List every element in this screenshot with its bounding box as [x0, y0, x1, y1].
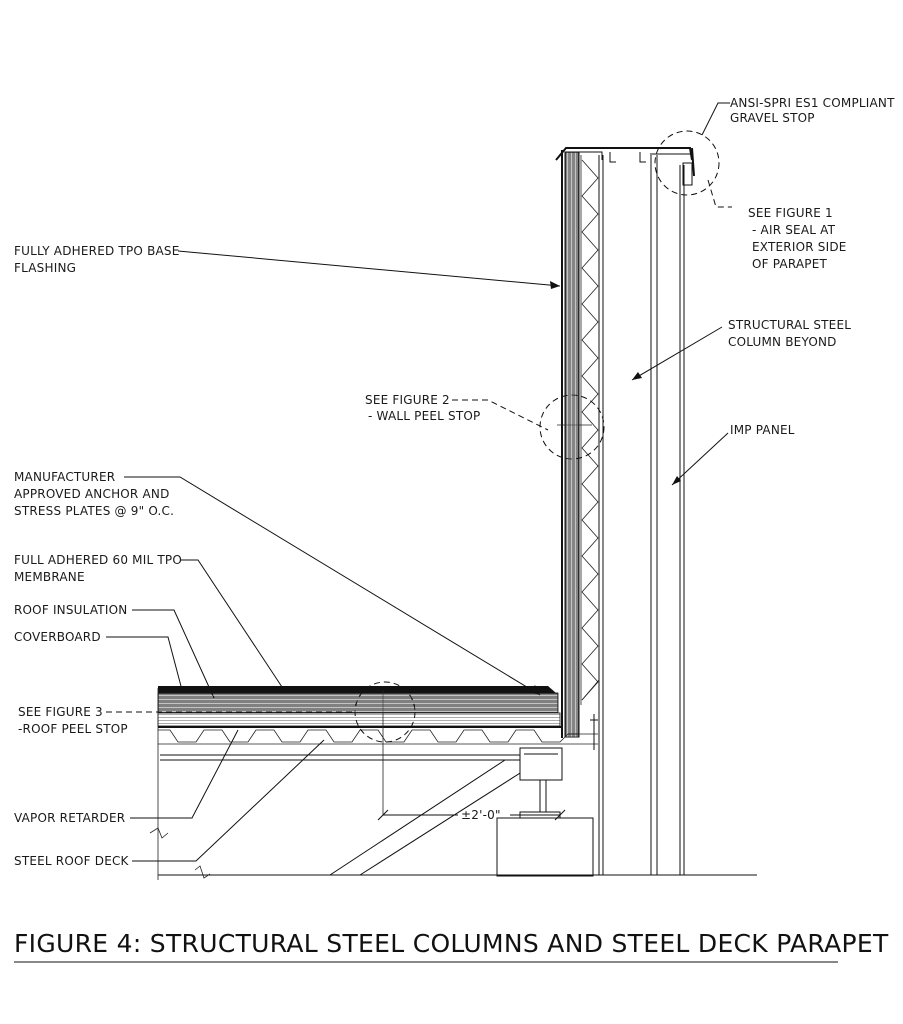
svg-text:VAPOR RETARDER: VAPOR RETARDER [14, 811, 125, 825]
label-gravel-stop: ANSI-SPRI ES1 COMPLIANT GRAVEL STOP [730, 96, 895, 125]
svg-text:FULL ADHERED 60 MIL TPO: FULL ADHERED 60 MIL TPO [14, 553, 182, 567]
svg-text:GRAVEL STOP: GRAVEL STOP [730, 111, 815, 125]
svg-text:COLUMN BEYOND: COLUMN BEYOND [728, 335, 837, 349]
svg-text:FULLY ADHERED TPO BASE: FULLY ADHERED TPO BASE [14, 244, 180, 258]
svg-text:MANUFACTURER: MANUFACTURER [14, 470, 115, 484]
svg-text:- WALL PEEL STOP: - WALL PEEL STOP [368, 409, 480, 423]
svg-text:STRESS PLATES @ 9" O.C.: STRESS PLATES @ 9" O.C. [14, 504, 174, 518]
svg-text:FLASHING: FLASHING [14, 261, 76, 275]
svg-text:SEE FIGURE 2: SEE FIGURE 2 [365, 393, 450, 407]
label-vapor-retarder: VAPOR RETARDER [14, 811, 125, 825]
svg-text:-ROOF PEEL STOP: -ROOF PEEL STOP [18, 722, 128, 736]
label-figure-2: SEE FIGURE 2 - WALL PEEL STOP [365, 393, 480, 423]
svg-text:STEEL ROOF DECK: STEEL ROOF DECK [14, 854, 130, 868]
label-membrane: FULL ADHERED 60 MIL TPO MEMBRANE [14, 553, 182, 584]
svg-text:SEE FIGURE 1: SEE FIGURE 1 [748, 206, 833, 220]
label-coverboard: COVERBOARD [14, 630, 101, 644]
label-roof-insulation: ROOF INSULATION [14, 603, 127, 617]
svg-text:STRUCTURAL STEEL: STRUCTURAL STEEL [728, 318, 851, 332]
svg-text:ANSI-SPRI ES1 COMPLIANT: ANSI-SPRI ES1 COMPLIANT [730, 96, 895, 110]
dimension-label: ±2'-0" [461, 808, 501, 822]
svg-text:IMP PANEL: IMP PANEL [730, 423, 795, 437]
svg-text:APPROVED ANCHOR AND: APPROVED ANCHOR AND [14, 487, 170, 501]
label-base-flashing: FULLY ADHERED TPO BASE FLASHING [14, 244, 180, 275]
svg-text:OF PARAPET: OF PARAPET [752, 257, 828, 271]
leader-lines [106, 102, 732, 862]
label-anchor: MANUFACTURER APPROVED ANCHOR AND STRESS … [14, 470, 174, 518]
svg-text:MEMBRANE: MEMBRANE [14, 570, 85, 584]
svg-text:- AIR SEAL AT: - AIR SEAL AT [752, 223, 836, 237]
figure-caption: FIGURE 4: STRUCTURAL STEEL COLUMNS AND S… [14, 929, 889, 958]
label-steel-roof-deck: STEEL ROOF DECK [14, 854, 130, 868]
structure [149, 147, 757, 880]
label-imp-panel: IMP PANEL [730, 423, 795, 437]
svg-text:COVERBOARD: COVERBOARD [14, 630, 101, 644]
label-figure-1: SEE FIGURE 1 - AIR SEAL AT EXTERIOR SIDE… [748, 206, 847, 271]
svg-text:ROOF INSULATION: ROOF INSULATION [14, 603, 127, 617]
detail-callouts [354, 130, 720, 815]
label-steel-column: STRUCTURAL STEEL COLUMN BEYOND [728, 318, 851, 349]
label-figure-3: SEE FIGURE 3 -ROOF PEEL STOP [18, 705, 128, 736]
svg-text:EXTERIOR SIDE: EXTERIOR SIDE [752, 240, 847, 254]
svg-text:SEE FIGURE 3: SEE FIGURE 3 [18, 705, 103, 719]
